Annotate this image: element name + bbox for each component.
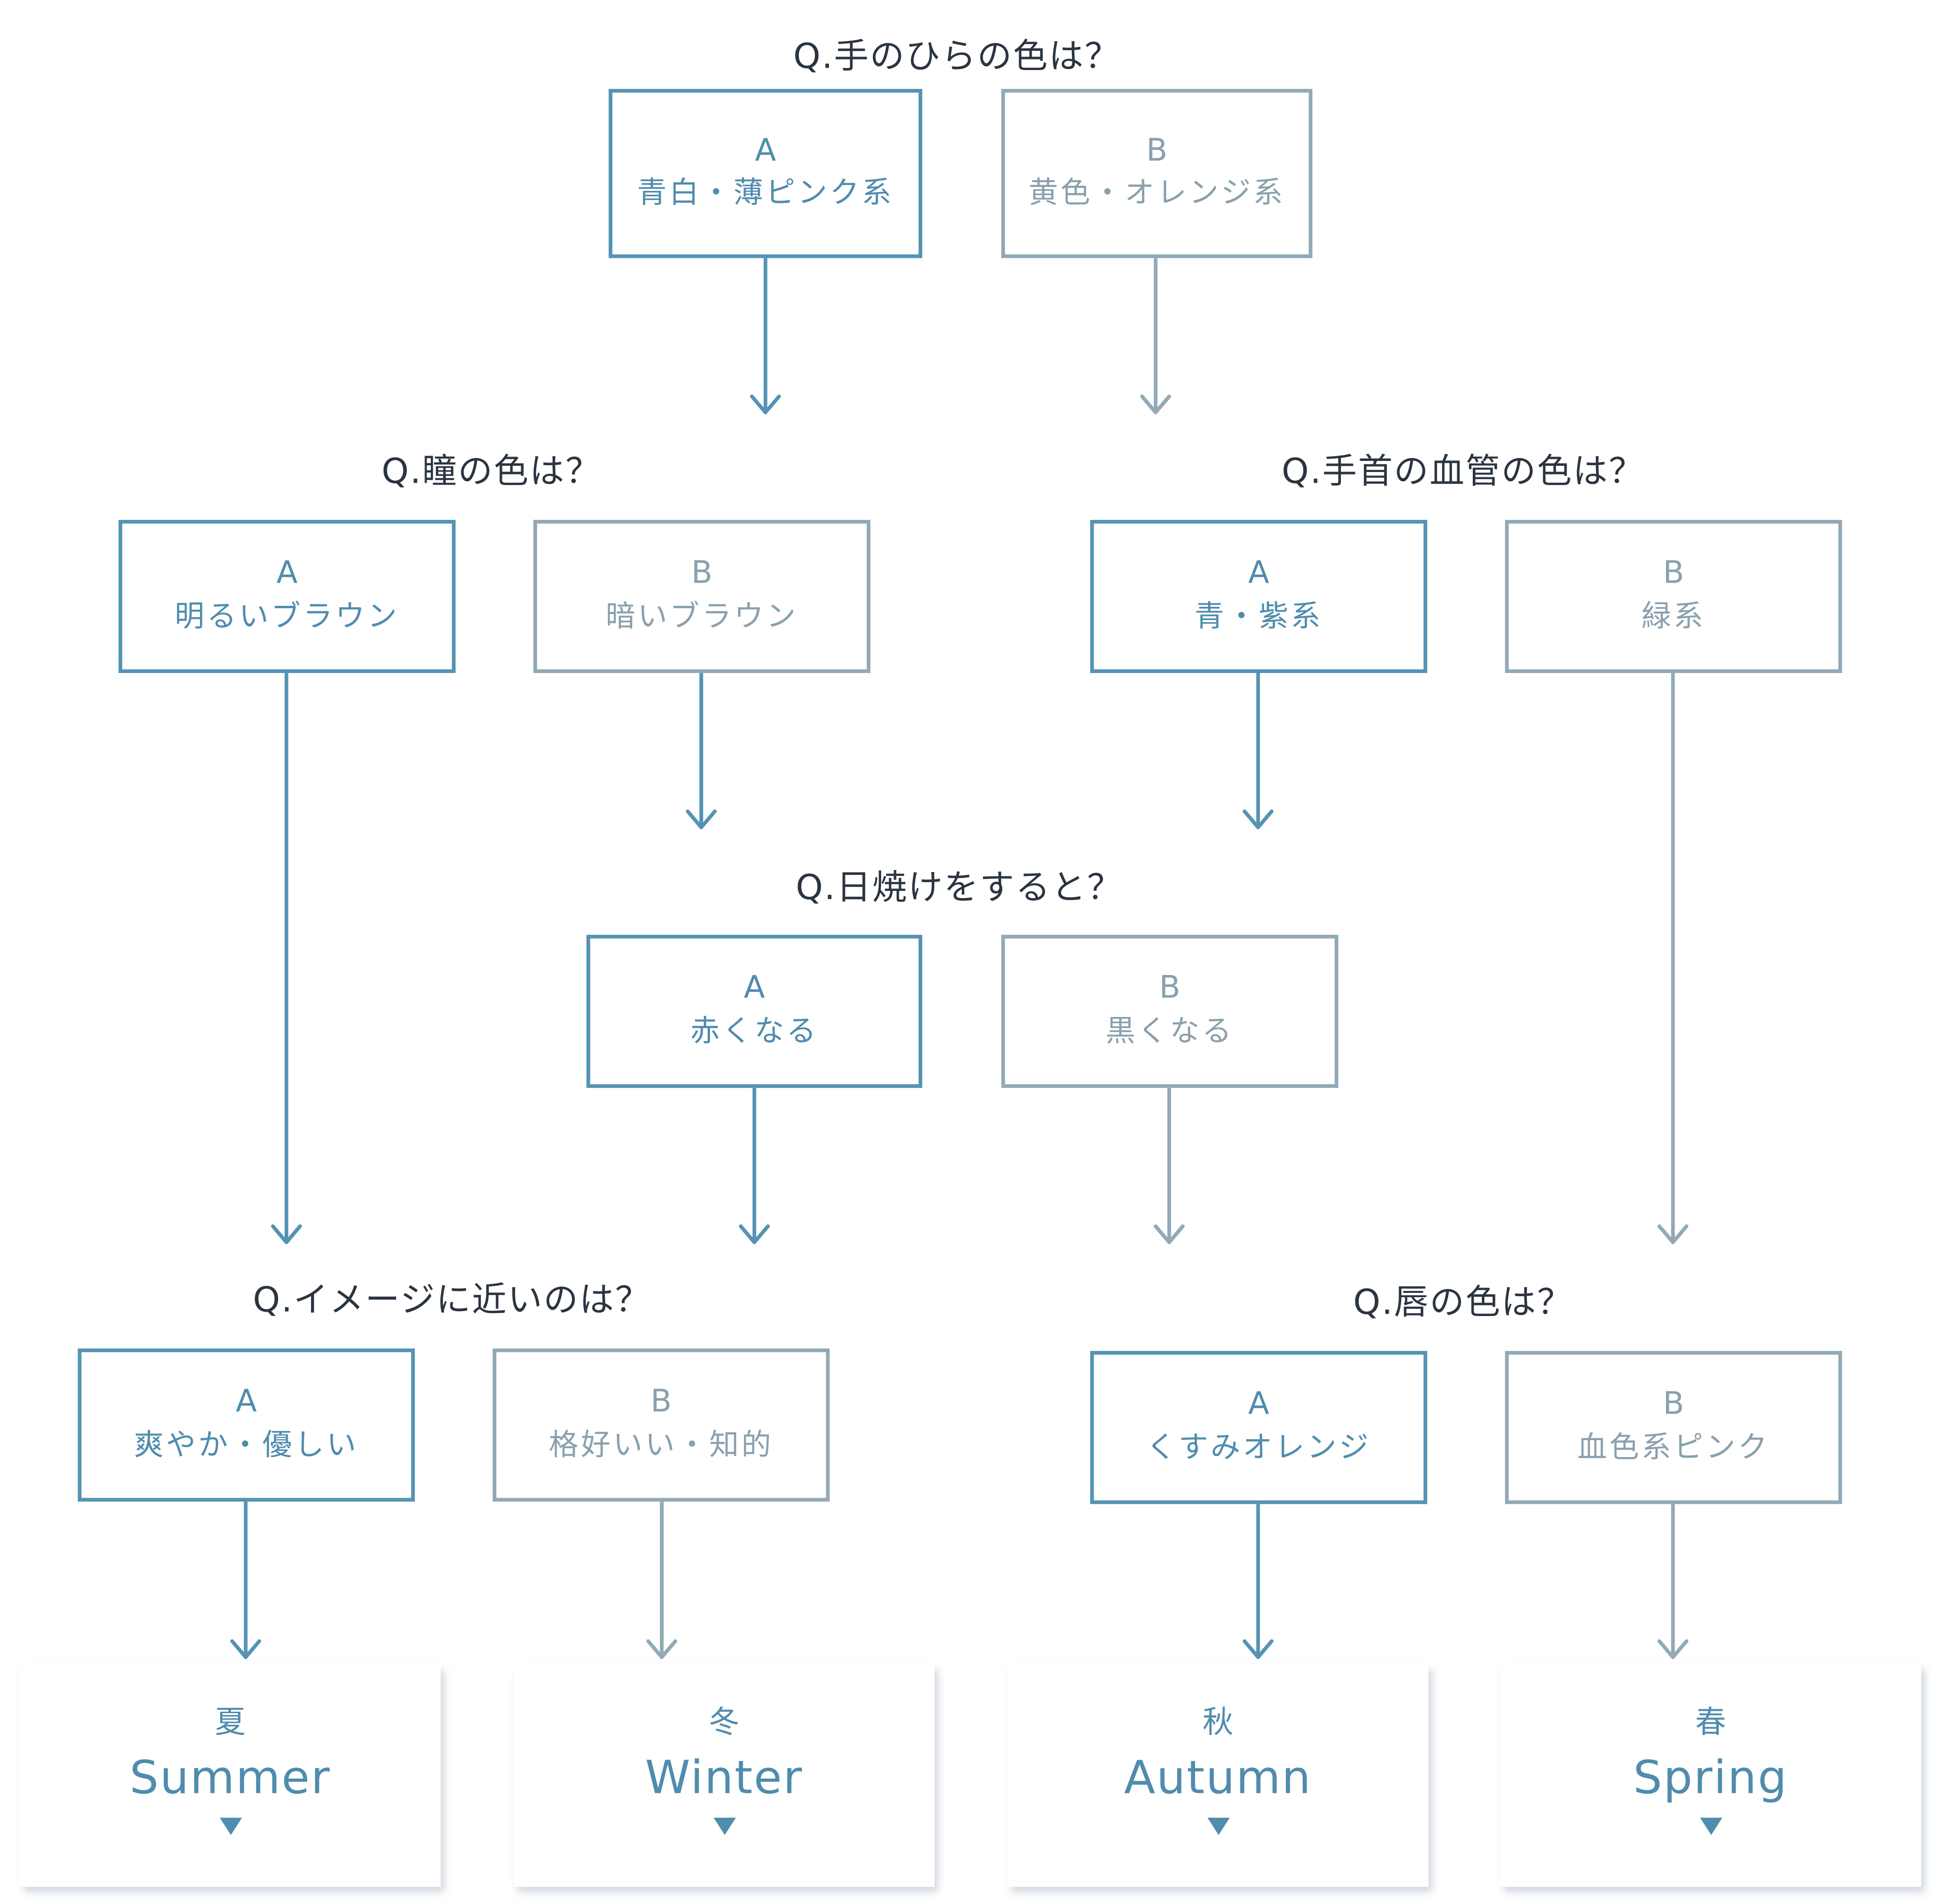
triangle-down-icon [1207,1818,1229,1836]
result-kanji: 冬 [709,1704,740,1740]
arrow-wrist-b-to-lips [1657,671,1689,1245]
result-autumn[interactable]: 秋 Autumn [1007,1664,1429,1887]
arrow-image-a-to-summer [230,1500,261,1659]
result-kanji: 春 [1695,1704,1726,1740]
option-eyes-b[interactable]: B 暗いブラウン [533,520,870,673]
question-tan: Q.日焼けをすると？ [796,867,1123,908]
option-wrist-a[interactable]: A 青・紫系 [1090,520,1427,673]
option-text: 暗いブラウン [605,598,798,633]
option-letter: B [1159,969,1181,1005]
option-letter: B [1663,555,1684,591]
option-eyes-a[interactable]: A 明るいブラウン [118,520,456,673]
option-text: 緑系 [1641,598,1706,633]
option-text: 黄色・オレンジ系 [1028,175,1285,210]
option-text: 血色系ピンク [1577,1429,1770,1464]
option-tan-b[interactable]: B 黒くなる [1001,934,1338,1088]
arrow-eyes-a-to-image [271,671,302,1245]
option-image-b[interactable]: B 格好いい・知的 [492,1348,830,1502]
option-text: 黒くなる [1105,1013,1234,1048]
option-letter: A [754,131,776,168]
option-text: 爽やか・優しい [134,1427,359,1462]
option-text: 青・紫系 [1194,598,1323,633]
option-palm-b[interactable]: B 黄色・オレンジ系 [1001,89,1313,258]
option-letter: B [1663,1386,1684,1422]
option-tan-a[interactable]: A 赤くなる [586,934,923,1088]
option-image-a[interactable]: A 爽やか・優しい [78,1348,415,1502]
option-letter: B [1146,131,1167,168]
option-letter: A [236,1383,257,1419]
question-eyes: Q.瞳の色は？ [381,450,601,492]
result-winter[interactable]: 冬 Winter [513,1664,935,1887]
result-kanji: 秋 [1202,1704,1234,1740]
option-text: 青白・薄ピンク系 [637,175,894,210]
question-lips: Q.唇の色は？ [1353,1282,1573,1323]
option-letter: A [276,555,298,591]
option-lips-a[interactable]: A くすみオレンジ [1090,1351,1427,1504]
result-kanji: 夏 [214,1704,246,1740]
question-image: Q.イメージに近いのは？ [253,1279,651,1320]
arrow-eyes-b-to-tan [685,671,717,830]
result-english: Spring [1633,1751,1788,1804]
question-wrist: Q.手首の血管の色は？ [1281,450,1645,492]
option-text: 赤くなる [690,1013,819,1048]
result-spring[interactable]: 春 Spring [1500,1664,1922,1887]
option-letter: B [650,1383,672,1419]
question-palm: Q.手のひらの色は？ [793,36,1121,77]
arrow-lips-a-to-autumn [1242,1502,1274,1659]
arrow-wrist-a-to-tan [1242,671,1274,830]
option-text: 格好いい・知的 [549,1427,774,1462]
option-text: 明るいブラウン [174,598,399,633]
option-letter: A [743,969,765,1005]
result-english: Summer [129,1751,331,1804]
result-english: Autumn [1124,1751,1312,1804]
option-lips-b[interactable]: B 血色系ピンク [1505,1351,1842,1504]
arrow-lips-b-to-spring [1657,1502,1689,1659]
option-palm-a[interactable]: A 青白・薄ピンク系 [609,89,923,258]
arrow-tan-b-to-lips [1153,1086,1185,1245]
option-wrist-b[interactable]: B 緑系 [1505,520,1842,673]
triangle-down-icon [219,1818,242,1836]
triangle-down-icon [713,1818,736,1836]
option-text: くすみオレンジ [1146,1429,1371,1464]
option-letter: A [1248,555,1269,591]
result-summer[interactable]: 夏 Summer [19,1664,441,1887]
arrow-tan-a-to-image [739,1086,770,1245]
arrow-image-b-to-winter [646,1500,677,1659]
option-letter: A [1248,1386,1269,1422]
arrow-palm-b-to-wrist [1140,256,1171,415]
option-letter: B [691,555,713,591]
arrow-palm-a-to-eyes [750,256,781,415]
result-english: Winter [645,1751,803,1804]
triangle-down-icon [1699,1818,1722,1836]
